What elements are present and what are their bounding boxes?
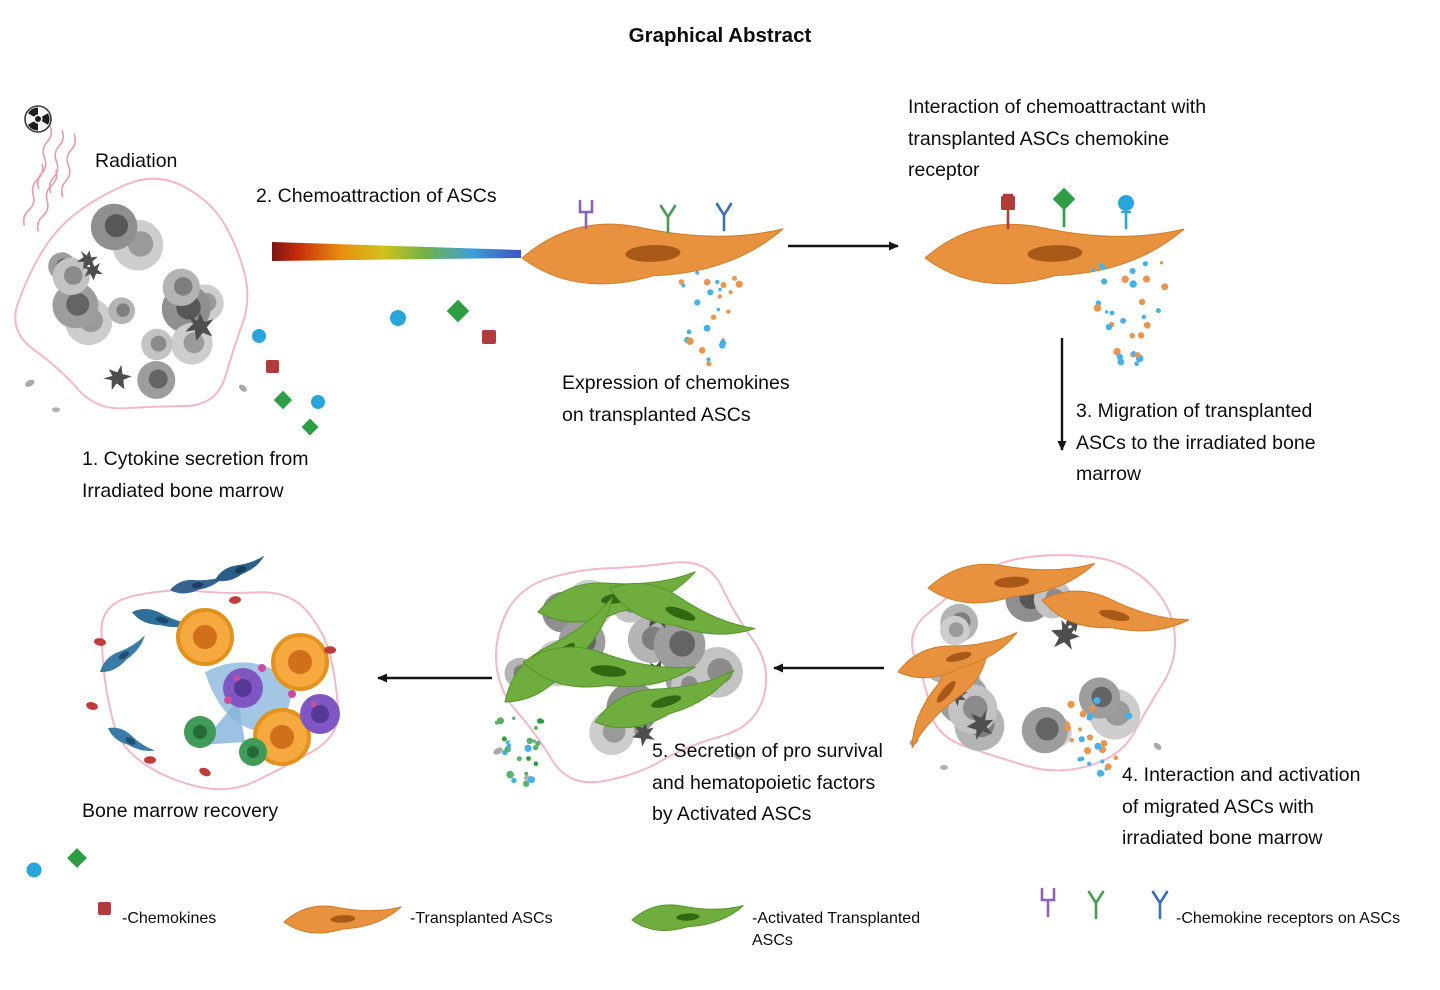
prosurvival-factor-dots — [494, 716, 545, 787]
chemoattraction-gradient-beam — [272, 242, 521, 261]
legend-receptors-label: -Chemokine receptors on ASCs — [1176, 910, 1401, 927]
recovered-bone-marrow-illustration — [86, 555, 340, 791]
radiation-label: Radiation — [95, 150, 178, 172]
secreted-cytokine-shapes — [252, 299, 496, 436]
step5-label: 5. Secretion of pro survival and hematop… — [652, 740, 883, 826]
migrated-ascs-in-irradiated-marrow-illustration — [897, 554, 1190, 772]
radiation-waves-icon — [22, 125, 77, 232]
interaction-label: Interaction of chemoattractant with tran… — [908, 96, 1207, 182]
legend-chemokines-label: -Chemokines — [122, 910, 217, 927]
irradiated-bone-marrow-illustration — [14, 177, 249, 413]
activated-ascs-in-marrow-illustration — [493, 561, 768, 784]
chemokine-dots-cluster4 — [1064, 697, 1133, 777]
step1-label: 1. Cytokine secretion from Irradiated bo… — [82, 448, 309, 502]
transplanted-asc-with-bound-chemoattractants — [924, 187, 1185, 285]
expression-label: Expression of chemokines on transplanted… — [562, 372, 790, 426]
transplanted-asc-with-receptors — [521, 199, 784, 285]
step3-label: 3. Migration of transplanted ASCs to the… — [1076, 400, 1316, 486]
step4-label: 4. Interaction and activation of migrate… — [1122, 764, 1361, 850]
page-title: Graphical Abstract — [628, 24, 812, 47]
chemokine-dots-cell1 — [678, 270, 743, 367]
legend-icons — [26, 848, 1169, 934]
step2-label: 2. Chemoattraction of ASCs — [256, 185, 497, 207]
legend-activated-label: -Activated Transplanted ASCs — [752, 910, 921, 949]
recovery-label: Bone marrow recovery — [82, 800, 279, 822]
chemokine-dots-cell2 — [1091, 261, 1169, 367]
radiation-hazard-icon — [24, 105, 52, 133]
legend-transplanted-label: -Transplanted ASCs — [410, 910, 553, 927]
